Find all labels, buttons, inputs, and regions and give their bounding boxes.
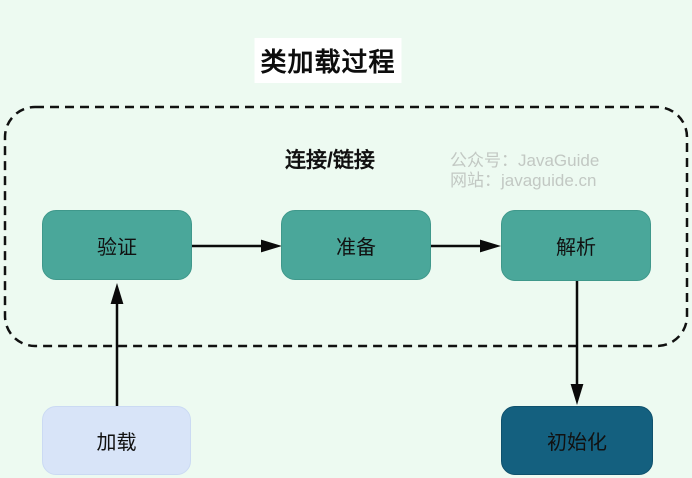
arrowhead-right-icon: [480, 239, 501, 253]
watermark-line-2: 网站：javaguide.cn: [450, 171, 597, 190]
watermark: 公众号：JavaGuide 网站：javaguide.cn: [450, 151, 599, 191]
node-load: 加载: [42, 406, 191, 475]
arrow-prepare-to-resolve: [431, 239, 501, 253]
node-verify-label: 验证: [97, 236, 137, 259]
node-resolve: 解析: [501, 210, 651, 281]
arrow-resolve-to-initialize: [570, 281, 584, 405]
arrow-verify-to-prepare: [192, 239, 282, 253]
arrowhead-up-icon: [110, 283, 124, 304]
node-prepare: 准备: [281, 210, 431, 280]
watermark-line-1: 公众号：JavaGuide: [450, 151, 600, 170]
node-verify: 验证: [42, 210, 192, 280]
linking-group-label: 连接/链接: [285, 149, 375, 172]
node-initialize-label: 初始化: [547, 432, 607, 454]
arrowhead-down-icon: [570, 384, 584, 405]
page-title: 类加载过程: [254, 38, 402, 83]
node-load-label: 加载: [96, 432, 137, 454]
node-resolve-label: 解析: [556, 237, 596, 259]
node-prepare-label: 准备: [336, 236, 376, 259]
arrowhead-right-icon: [261, 239, 282, 253]
arrow-load-to-verify: [110, 283, 124, 406]
node-initialize: 初始化: [501, 406, 653, 475]
